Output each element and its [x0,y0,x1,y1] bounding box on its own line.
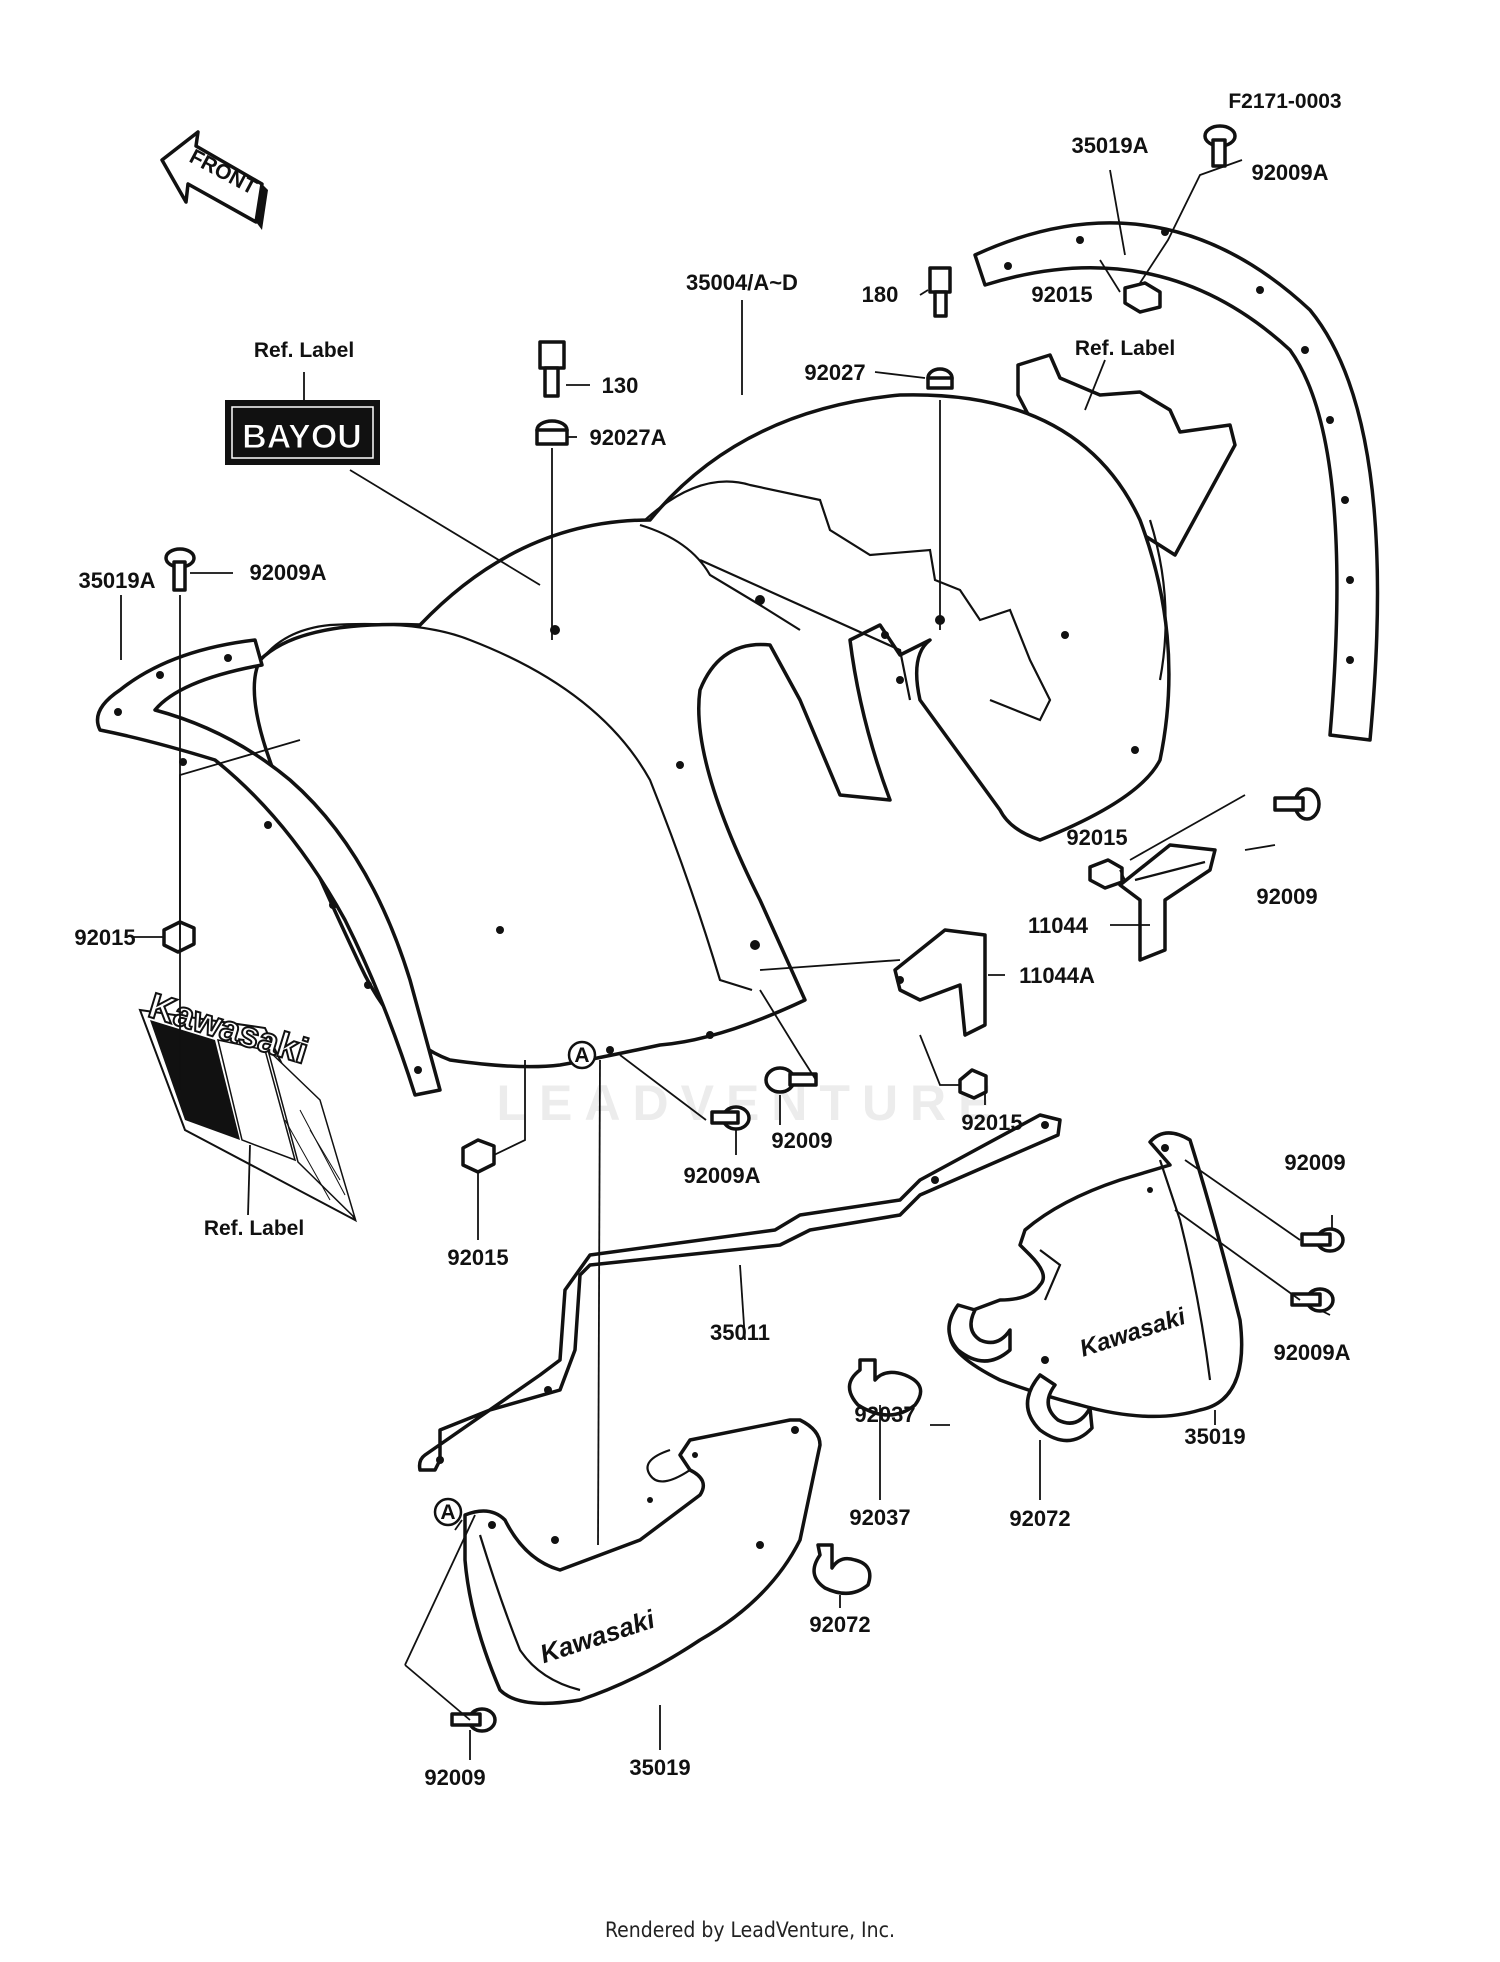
bolt-92009a-flap [1290,1287,1335,1313]
label-35019-bottom: 35019 [629,1755,690,1780]
grommet-92027 [926,367,954,390]
marker-a-lower-text: A [440,1501,455,1524]
diagram-code: F2171-0003 [1228,90,1341,113]
marker-a-lower: A [433,1497,463,1527]
nut-92015-mid [958,1068,988,1100]
label-ref-label-right: Ref. Label [1075,337,1175,360]
label-92015-top: 92015 [1031,282,1092,307]
label-35019-right: 35019 [1184,1424,1245,1449]
label-92009-right: 92009 [1256,884,1317,909]
clamp-92072-a [1025,1373,1094,1443]
label-92072-b: 92072 [809,1612,870,1637]
label-92027a: 92027A [589,425,666,450]
clamp-92072-b [812,1543,872,1595]
bolt-92009-flap [1300,1227,1345,1253]
label-92027: 92027 [804,360,865,385]
bolt-92009a-left [164,547,196,592]
nut-92015-top [1123,281,1162,314]
marker-a-upper-text: A [574,1044,589,1067]
label-180: 180 [862,282,899,307]
label-92009a-top: 92009A [1251,160,1328,185]
fender-flare-left [95,638,442,1097]
label-92015-left: 92015 [74,925,135,950]
bolt-92009-mid [764,1066,818,1094]
footer-credit: Rendered by LeadVenture, Inc. [605,1918,895,1942]
bolt-92009a-top [1203,124,1237,168]
fender-flare-right [973,221,1380,742]
leader-lines [120,159,1333,1760]
nut-92015-lower [461,1138,496,1174]
label-92037-a: 92037 [854,1402,915,1427]
marker-a-upper: A [567,1040,597,1070]
label-92037-b: 92037 [849,1505,910,1530]
nut-92015-left [162,920,196,954]
label-92072-a: 92072 [1009,1506,1070,1531]
label-92009-flap: 92009 [1284,1150,1345,1175]
label-92015-mid: 92015 [961,1110,1022,1135]
label-92009-mid: 92009 [771,1128,832,1153]
label-92015-lower: 92015 [447,1245,508,1270]
label-35019a-top: 35019A [1071,133,1148,158]
bolt-130 [538,340,566,398]
bolt-92009a-mid [710,1105,751,1131]
label-92009a-flap: 92009A [1273,1340,1350,1365]
bolt-180 [928,266,952,318]
bracket-11044 [1118,843,1217,962]
bayou-decal-text: BAYOU [242,418,362,456]
nut-92015-right [1088,858,1124,890]
bolt-92009-bottom [450,1707,497,1733]
label-92009a-mid: 92009A [683,1163,760,1188]
label-130: 130 [602,373,639,398]
label-ref-label-bottom: Ref. Label [204,1217,304,1240]
kawasaki-decal: Kawasaki [138,983,358,1223]
mud-flap-left: Kawasaki [463,1418,822,1706]
watermark-text: LEADVENTURE [496,1075,1003,1131]
label-11044a: 11044A [1019,963,1095,988]
front-arrow: FRONT [160,130,268,230]
grommet-92027a [535,419,569,446]
label-35019a-left: 35019A [78,568,155,593]
clamp-92037-a [947,1303,1012,1363]
label-ref-label-left: Ref. Label [254,339,354,362]
label-35004: 35004/A~D [686,270,798,295]
bracket-11044a [893,928,987,1037]
label-11044: 11044 [1028,913,1089,938]
label-92009a-left: 92009A [249,560,326,585]
bayou-decal: BAYOU [225,400,380,465]
label-35011: 35011 [710,1320,770,1345]
stay-bar [417,1113,1062,1472]
label-92009-bottom: 92009 [424,1765,485,1790]
mud-flap-right: Kawasaki [948,1131,1244,1419]
bolt-92009-right [1273,787,1321,821]
clamp-92037-b [847,1358,923,1417]
label-92015-right: 92015 [1066,825,1127,850]
